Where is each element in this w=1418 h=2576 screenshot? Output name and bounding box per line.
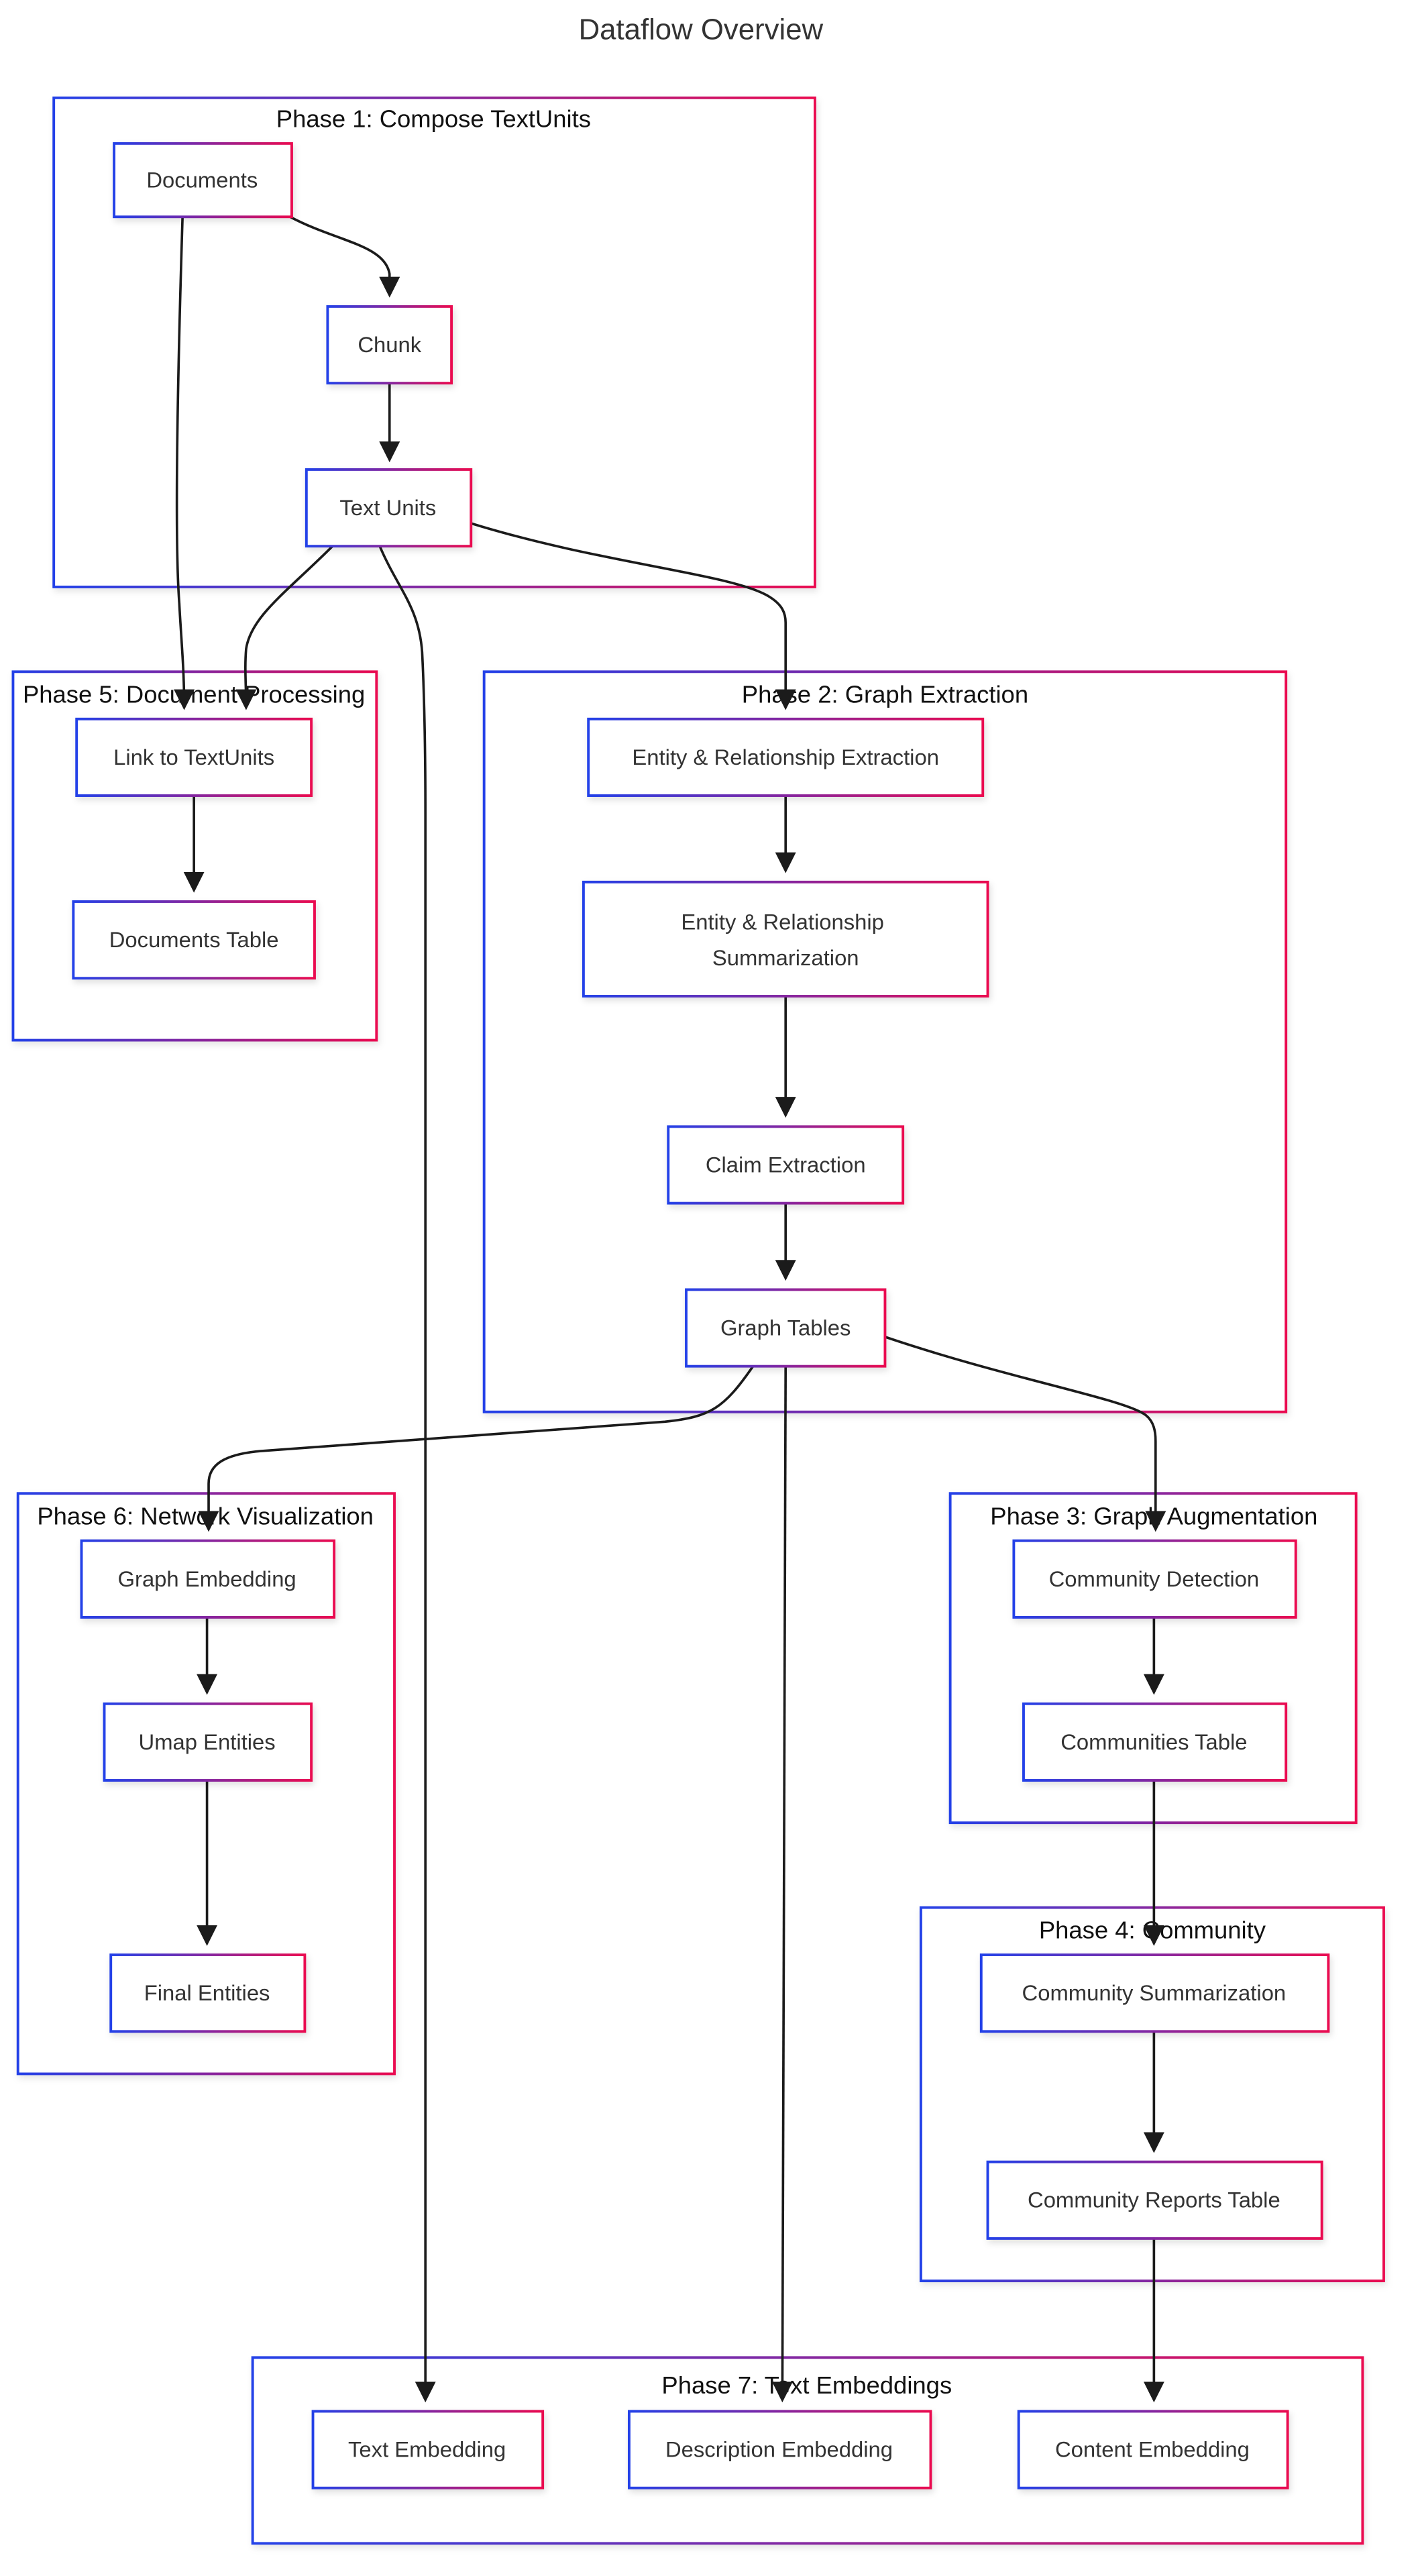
node-claim-extraction-label: Claim Extraction [706, 1152, 866, 1177]
phase-1-label: Phase 1: Compose TextUnits [276, 105, 591, 133]
node-link-to-textunits: Link to TextUnits [75, 717, 313, 797]
node-communities-table: Communities Table [1022, 1702, 1288, 1782]
node-community-summarization: Community Summarization [979, 1953, 1330, 2033]
node-chunk: Chunk [326, 305, 453, 385]
node-graph-tables: Graph Tables [685, 1288, 887, 1368]
node-entity-relationship-summarization-label: Entity & Relationship Summarization [681, 909, 890, 969]
edge-graph-tables-to-graph-embedding [198, 1365, 755, 1532]
node-graph-embedding-label: Graph Embedding [118, 1566, 296, 1591]
node-umap-entities-label: Umap Entities [139, 1729, 276, 1754]
edge-graph-tables-to-community-detection [884, 1336, 1166, 1532]
edge-documents-to-chunk [289, 215, 400, 298]
node-claim-extraction: Claim Extraction [667, 1125, 905, 1205]
node-documents-table-label: Documents Table [109, 927, 279, 952]
node-graph-tables-label: Graph Tables [720, 1315, 851, 1340]
node-documents-label: Documents [146, 167, 258, 192]
phase-7-label: Phase 7: Text Embeddings [661, 2371, 952, 2399]
node-final-entities: Final Entities [109, 1953, 307, 2033]
node-communities-table-label: Communities Table [1060, 1729, 1247, 1754]
edges [174, 215, 1166, 2403]
node-entity-relationship-summarization: Entity & Relationship Summarization [582, 880, 989, 998]
node-final-entities-label: Final Entities [144, 1980, 270, 2005]
node-community-reports-table: Community Reports Table [986, 2160, 1323, 2240]
node-content-embedding-label: Content Embedding [1055, 2437, 1250, 2462]
node-documents-table: Documents Table [72, 900, 316, 980]
node-description-embedding: Description Embedding [627, 2410, 932, 2489]
node-chunk-label: Chunk [358, 332, 421, 357]
node-text-units: Text Units [305, 468, 473, 548]
node-community-summarization-label: Community Summarization [1022, 1980, 1287, 2005]
phase-5-label: Phase 5: Document Processing [23, 680, 365, 708]
node-text-embedding: Text Embedding [311, 2410, 545, 2489]
node-text-embedding-label: Text Embedding [348, 2437, 506, 2462]
edge-text-units-to-text-embedding [378, 545, 436, 2403]
node-umap-entities: Umap Entities [103, 1702, 313, 1782]
node-documents: Documents [113, 142, 293, 219]
node-community-reports-table-label: Community Reports Table [1028, 2188, 1280, 2212]
phase-3-label: Phase 3: Graph Augmentation [990, 1502, 1317, 1529]
node-entity-relationship-extraction-label: Entity & Relationship Extraction [632, 745, 939, 769]
edge-graph-tables-to-description-embedding [771, 1366, 793, 2403]
node-entity-relationship-extraction: Entity & Relationship Extraction [587, 717, 985, 797]
node-community-detection-label: Community Detection [1049, 1566, 1259, 1591]
edge-text-units-to-link-to-textunits [235, 545, 333, 710]
node-link-to-textunits-label: Link to TextUnits [113, 745, 274, 769]
node-community-detection: Community Detection [1012, 1539, 1297, 1619]
page-title: Dataflow Overview [579, 13, 824, 46]
edge-text-units-to-er-extraction [470, 522, 796, 710]
edge-documents-to-link-to-textunits [174, 217, 195, 710]
phase-4-label: Phase 4: Community [1039, 1917, 1266, 1944]
node-graph-embedding: Graph Embedding [80, 1539, 336, 1619]
node-description-embedding-label: Description Embedding [665, 2437, 893, 2462]
phase-6-label: Phase 6: Network Visualization [37, 1502, 374, 1529]
node-content-embedding: Content Embedding [1017, 2410, 1289, 2489]
node-text-units-label: Text Units [339, 495, 436, 520]
